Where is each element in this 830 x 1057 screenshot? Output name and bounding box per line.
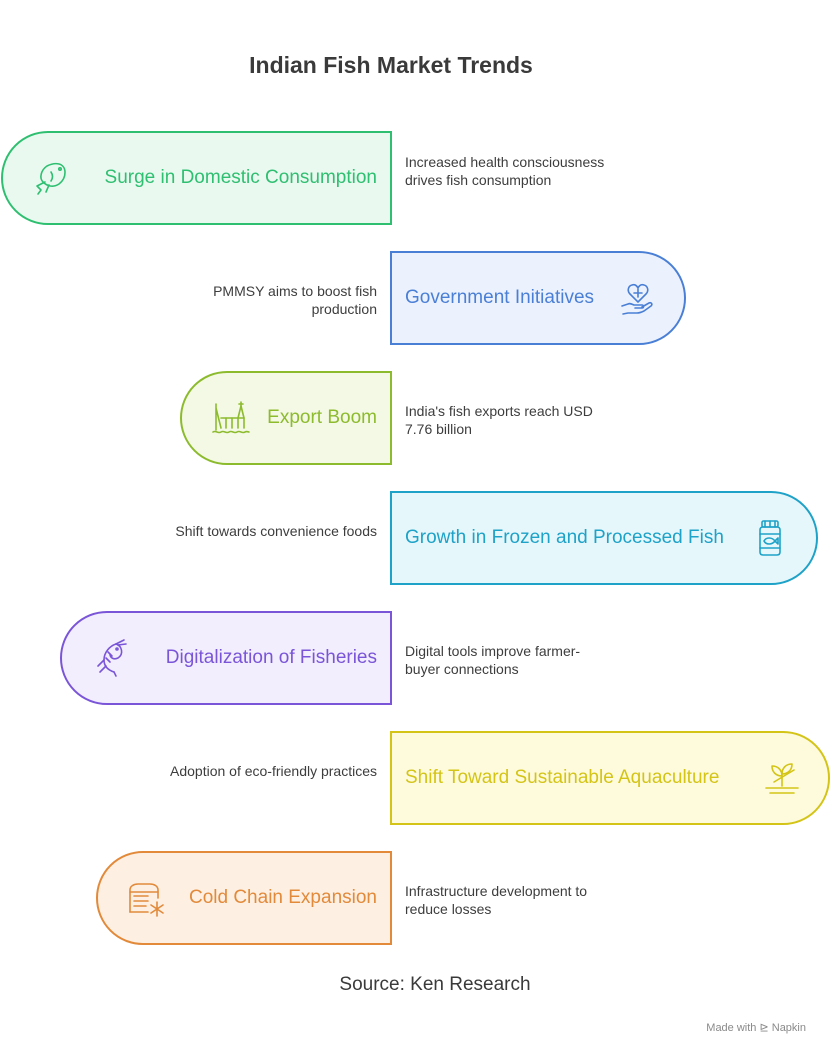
trend-label: Cold Chain Expansion bbox=[188, 887, 377, 908]
trend-frozen-processed-fish: Growth in Frozen and Processed Fish bbox=[390, 491, 818, 585]
trend-label: Digitalization of Fisheries bbox=[165, 647, 377, 668]
trend-description: Shift towards convenience foods bbox=[175, 523, 377, 539]
shrimp-icon bbox=[88, 636, 132, 680]
napkin-watermark: Made with ⊵ Napkin bbox=[706, 1022, 806, 1034]
trend-description: Digital tools improve farmer-buyer conne… bbox=[405, 643, 581, 677]
trend-sustainable-aquaculture: Shift Toward Sustainable Aquaculture bbox=[390, 731, 830, 825]
trend-label: Growth in Frozen and Processed Fish bbox=[405, 527, 724, 548]
trend-description: India's fish exports reach USD 7.76 bill… bbox=[405, 403, 593, 437]
trend-surge-domestic-consumption: Surge in Domestic Consumption bbox=[1, 131, 392, 225]
fish-jar-icon bbox=[748, 516, 792, 560]
heart-hand-icon bbox=[616, 276, 660, 320]
trend-export-boom: Export Boom bbox=[180, 371, 392, 465]
sprout-hand-icon bbox=[760, 756, 804, 800]
trend-label: Government Initiatives bbox=[405, 287, 595, 308]
oil-rig-icon bbox=[208, 396, 252, 440]
trend-label: Shift Toward Sustainable Aquaculture bbox=[405, 767, 720, 788]
source-caption: Source: Ken Research bbox=[339, 974, 531, 995]
trend-description: Adoption of eco-friendly practices bbox=[170, 763, 377, 779]
trend-description: Infrastructure development to reduce los… bbox=[405, 883, 588, 917]
trend-cold-chain-expansion: Cold Chain Expansion bbox=[96, 851, 392, 945]
trend-digitalization-fisheries: Digitalization of Fisheries bbox=[60, 611, 392, 705]
trend-description: Increased health consciousness drives fi… bbox=[405, 154, 605, 188]
trend-description: PMMSY aims to boost fish production bbox=[213, 283, 377, 317]
trend-government-initiatives: Government Initiatives bbox=[390, 251, 686, 345]
page-title: Indian Fish Market Trends bbox=[249, 52, 533, 78]
trend-label: Surge in Domestic Consumption bbox=[104, 167, 377, 188]
trend-label: Export Boom bbox=[267, 407, 377, 428]
fish-icon bbox=[29, 156, 73, 200]
cold-storage-icon bbox=[124, 876, 168, 920]
